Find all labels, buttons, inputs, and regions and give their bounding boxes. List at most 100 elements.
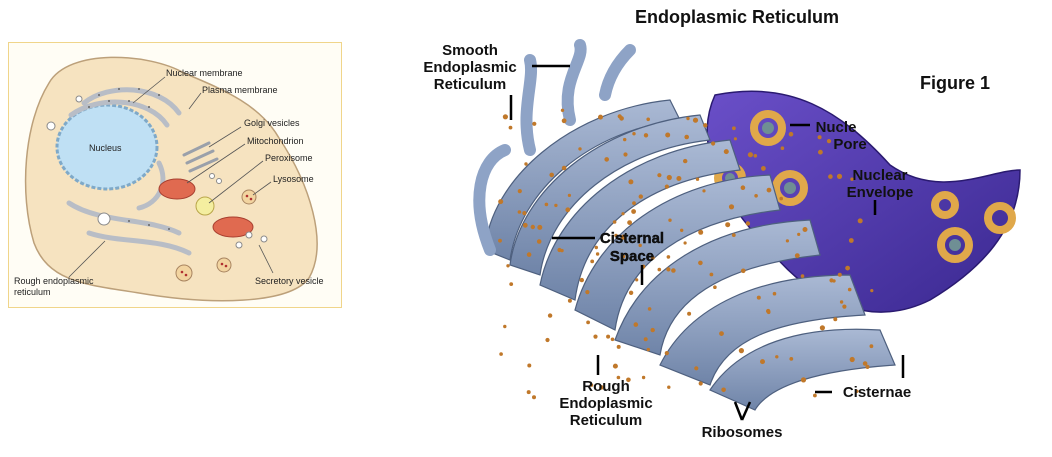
ribosome-dot bbox=[703, 123, 708, 128]
ribosome-dot bbox=[698, 260, 703, 266]
ribosome-dot bbox=[647, 307, 652, 311]
ribosome-dot bbox=[848, 238, 854, 243]
ribosome-dot bbox=[676, 176, 682, 181]
cisternal-space-label-1: Cisternal bbox=[600, 230, 664, 247]
ribosome-dot bbox=[666, 174, 672, 181]
ribosome-dot bbox=[537, 224, 543, 230]
ribosome-dot bbox=[671, 268, 676, 273]
ribosome-dot bbox=[741, 268, 746, 274]
ribosome-dot bbox=[817, 135, 822, 140]
ribosome-dot bbox=[621, 254, 626, 259]
smooth-er-label-3: Reticulum bbox=[434, 76, 507, 93]
nuclear-membrane-label: Nuclear membrane bbox=[166, 68, 243, 78]
ribosome-dot bbox=[698, 381, 703, 386]
ribosome-dot bbox=[842, 304, 847, 309]
ribosome-dot bbox=[800, 377, 807, 383]
ribosome-dot bbox=[857, 218, 863, 224]
ribosome-dot bbox=[719, 331, 724, 336]
ribosome-dot bbox=[723, 149, 729, 155]
ribosome-dot bbox=[833, 317, 838, 322]
ribosome-dot bbox=[826, 139, 832, 144]
ribosome-dot bbox=[788, 131, 794, 137]
ribosome-dot bbox=[544, 202, 549, 207]
ribosome-dot bbox=[695, 177, 700, 181]
ribosome-dot bbox=[698, 229, 704, 235]
ribosome-dot bbox=[731, 233, 736, 238]
ribosome-dot bbox=[839, 300, 844, 304]
ribosomes-label: Ribosomes bbox=[702, 424, 783, 441]
ribosome-dot bbox=[620, 234, 627, 240]
ribosome-dot bbox=[869, 344, 874, 349]
ribosome-dot bbox=[828, 174, 833, 179]
nucleus-shape bbox=[55, 103, 159, 191]
ribosome-dot bbox=[643, 337, 648, 342]
ribosome-dot bbox=[641, 375, 646, 380]
ribosome-dot bbox=[845, 265, 850, 271]
ribosome-dot bbox=[666, 267, 671, 272]
ribosome-dot bbox=[837, 272, 842, 277]
ribosome-dot bbox=[862, 361, 868, 366]
ribosome-dot bbox=[561, 118, 567, 124]
ribosome-dot bbox=[760, 359, 765, 365]
cisternal-space-label-2: Space bbox=[610, 248, 654, 265]
figure-label: Figure 1 bbox=[920, 73, 990, 93]
ribosome-dot bbox=[554, 203, 558, 208]
ribosome-dot bbox=[702, 189, 706, 193]
ribosome-dot bbox=[738, 348, 744, 354]
ribosome-dot bbox=[870, 289, 874, 293]
ribosome-dot bbox=[665, 132, 671, 138]
ribosome-dot bbox=[526, 390, 531, 395]
ribosome-dot bbox=[732, 126, 736, 131]
vesicle-shapes bbox=[46, 95, 268, 249]
ribosome-dot bbox=[595, 252, 600, 256]
ribosome-dot bbox=[713, 285, 717, 290]
ribosome-dot bbox=[754, 194, 758, 198]
cell-leader-lines bbox=[68, 76, 274, 278]
ribosome-dot bbox=[650, 256, 655, 260]
ribosome-dot bbox=[547, 313, 553, 318]
ribosome-dot bbox=[616, 344, 621, 349]
ribosome-dot bbox=[509, 282, 514, 286]
lysosome-label: Lysosome bbox=[273, 174, 314, 184]
ribosome-dot bbox=[686, 116, 690, 121]
ribosome-dot bbox=[728, 204, 735, 210]
ribosome-dot bbox=[532, 121, 537, 126]
rough-er-label-2: Endoplasmic bbox=[559, 395, 652, 412]
ribosome-dot bbox=[733, 137, 737, 141]
ribosomes-dots bbox=[498, 108, 874, 400]
ribosome-dot bbox=[498, 199, 504, 205]
ribosome-dot bbox=[590, 259, 595, 264]
ribosome-dot bbox=[725, 222, 731, 228]
ribosome-dot bbox=[631, 209, 636, 214]
ribosome-dot bbox=[794, 253, 800, 258]
ribosome-dot bbox=[779, 196, 783, 201]
ribosome-dot bbox=[761, 166, 766, 171]
ribosome-dot bbox=[745, 221, 751, 226]
ribosome-dot bbox=[666, 255, 671, 259]
ribosome-dot bbox=[740, 185, 746, 190]
ribosome-dot bbox=[594, 245, 598, 250]
ribosome-dot bbox=[657, 267, 662, 272]
mitochondrion-shape-2 bbox=[212, 216, 254, 238]
lysosome-dots bbox=[180, 194, 253, 277]
er-title: Endoplasmic Reticulum bbox=[635, 7, 839, 27]
ribosome-dot bbox=[626, 377, 631, 383]
ribosome-dot bbox=[623, 137, 627, 142]
ribosome-dot bbox=[517, 210, 522, 214]
ribosome-dot bbox=[585, 290, 590, 295]
ribosome-dot bbox=[589, 383, 594, 387]
lysosome-shapes bbox=[175, 189, 257, 282]
ribosome-dot bbox=[780, 146, 785, 150]
nucleus-label: Nucleus bbox=[89, 143, 122, 153]
ribosome-dot bbox=[829, 278, 834, 283]
ribosome-dot bbox=[667, 385, 671, 389]
ribosome-dot bbox=[532, 395, 536, 400]
ribosome-dot bbox=[567, 193, 571, 197]
ribosome-dot bbox=[530, 224, 535, 230]
ribosome-dot bbox=[565, 207, 571, 213]
ribosome-dot bbox=[643, 133, 649, 138]
ribosome-dot bbox=[628, 290, 634, 295]
ribosome-dot bbox=[747, 152, 753, 158]
ribosome-dot bbox=[668, 218, 672, 222]
ribosome-dot bbox=[598, 114, 603, 120]
